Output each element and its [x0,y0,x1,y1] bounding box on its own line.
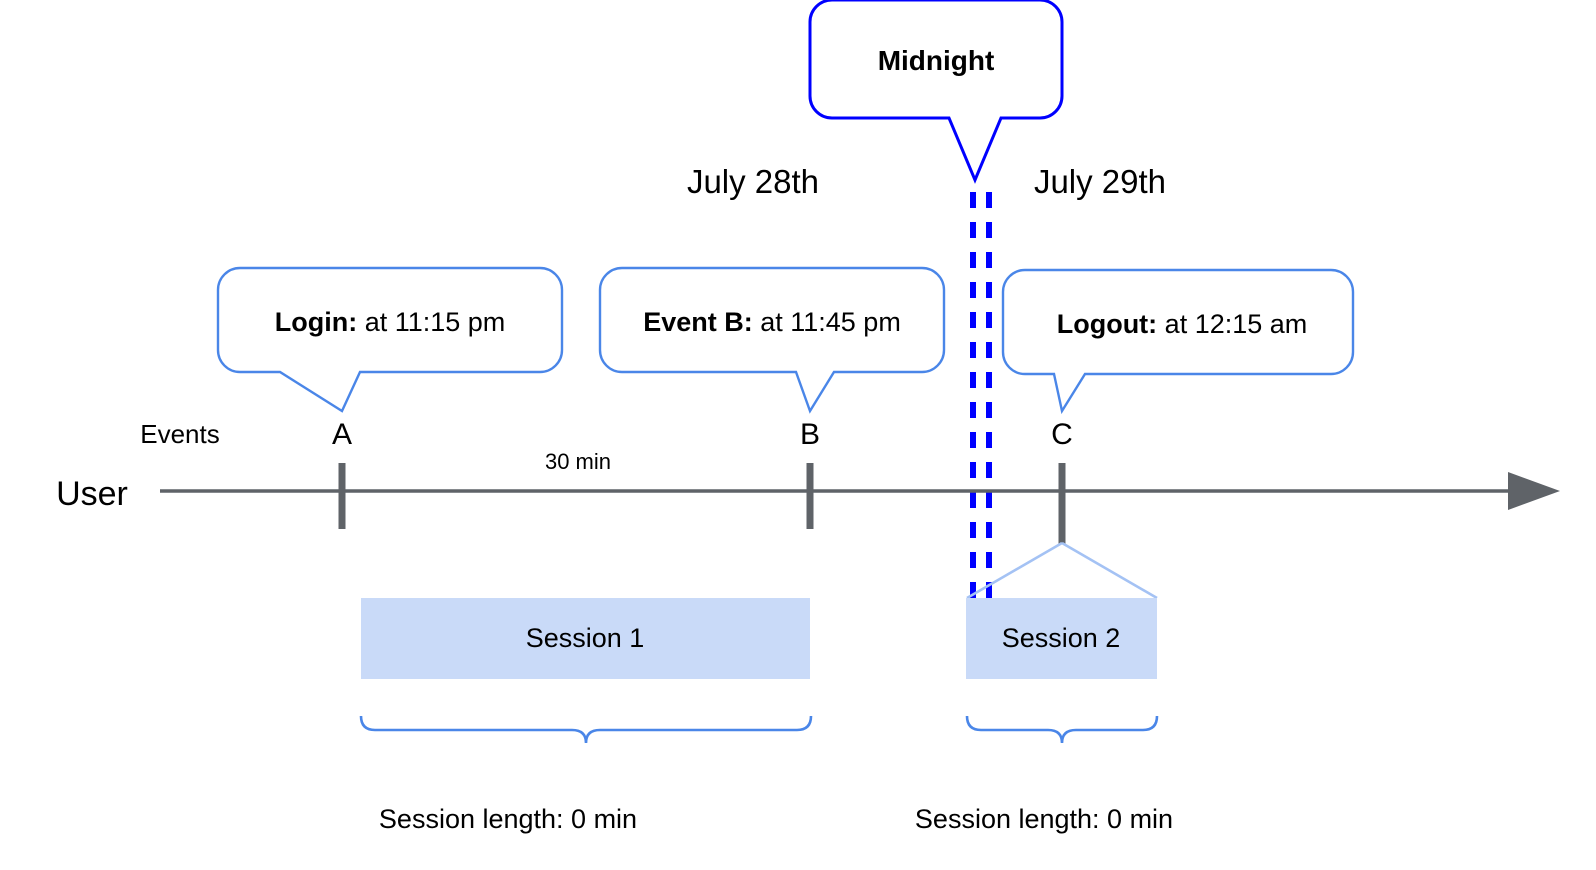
marker-label-a: A [332,418,352,451]
row-label-events: Events [140,419,220,449]
event-callout-login-rest: at 11:15 pm [357,307,505,337]
marker-label-b: B [800,418,820,451]
session-length-brace-2 [965,715,1159,744]
session-2-connector [966,541,1158,600]
session-length-label-1: Session length: 0 min [379,804,637,834]
session-length-label-2: Session length: 0 min [915,804,1173,834]
session-bar-1-rect [361,598,810,679]
session-bar-1[interactable]: Session 1 [361,598,810,679]
duration-label-30-min: 30 min [545,449,611,474]
session-bar-1-label: Session 1 [526,623,645,653]
midnight-callout[interactable]: Midnight [808,0,1064,184]
event-callout-event-b-rest: at 11:45 pm [753,307,901,337]
event-callout-logout-shape [1001,268,1355,415]
session-length-brace-1 [359,715,813,744]
event-callout-event-b-shape [598,266,946,414]
session-2-connector-right [1061,541,1158,600]
event-callout-event-b-bold: Event B: [643,307,753,337]
session-length-brace-2-path [965,715,1159,744]
midnight-callout-shape [808,0,1064,184]
event-callout-logout[interactable]: Logout: at 12:15 am [1001,268,1355,415]
session-bar-2-label: Session 2 [1002,623,1121,653]
event-callout-login-shape [216,266,564,413]
session-bar-2[interactable]: Session 2 [966,598,1157,679]
row-label-user: User [56,475,128,513]
session-bar-2-rect [966,598,1157,679]
event-callout-login-bold: Login: [275,307,357,337]
event-callout-logout-rest: at 12:15 am [1157,309,1307,339]
date-label-july-29: July 29th [1034,163,1166,200]
event-callout-logout-bold: Logout: [1057,309,1157,339]
midnight-callout-label: Midnight [878,45,995,76]
marker-label-c: C [1051,418,1073,451]
timeline-arrow-icon [1508,472,1560,510]
event-callout-event-b-text: Event B: at 11:45 pm [643,307,901,337]
date-label-july-28: July 28th [687,163,819,200]
timeline-axis [160,472,1560,510]
event-callout-login[interactable]: Login: at 11:15 pm [216,266,564,413]
midnight-boundary-lines [970,192,992,600]
session-2-connector-left [966,541,1063,600]
event-callout-event-b[interactable]: Event B: at 11:45 pm [598,266,946,414]
event-callout-login-text: Login: at 11:15 pm [275,307,506,337]
event-callout-logout-text: Logout: at 12:15 am [1057,309,1308,339]
session-length-brace-1-path [359,715,813,744]
